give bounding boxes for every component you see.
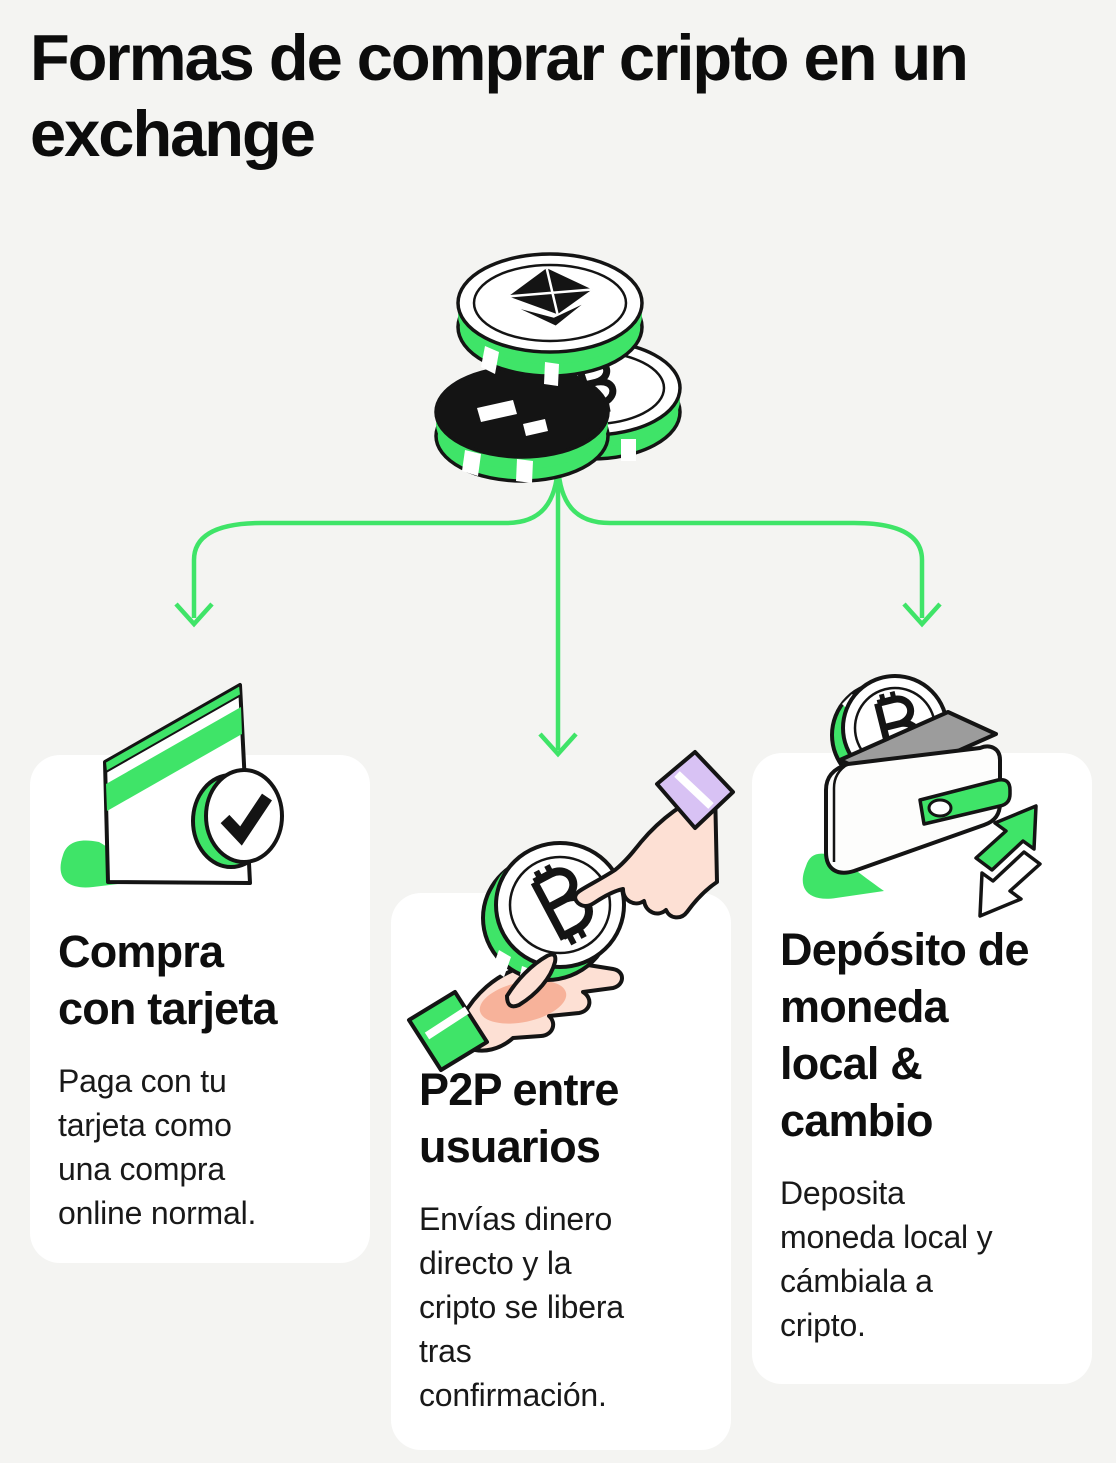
wallet-deposit-exchange-icon [802,674,1042,918]
card-body: Paga con tu tarjeta como una compra onli… [58,1063,257,1231]
green-shadow-blob [802,853,884,899]
card-compra-con-tarjeta: Compra con tarjeta Paga con tu tarjeta c… [30,755,370,1263]
card-body: Envías dinero directo y la cripto se lib… [419,1201,624,1413]
p2p-hands-coin-icon [407,750,735,1072]
page-title: Formas de comprar cripto en un exchange [30,21,969,170]
card-deposito-moneda-local: Depósito de moneda local & cambio Deposi… [752,753,1092,1384]
thumb [504,952,558,1009]
card-title: Depósito de moneda local & cambio [780,924,1030,1146]
card-title: Compra con tarjeta [58,926,278,1034]
check-badge [191,768,284,869]
exchange-arrows [974,804,1042,918]
check-icon [220,793,272,846]
green-wristband [407,990,489,1072]
credit-card-check-icon [60,683,284,888]
arrow-down-icon [978,850,1042,918]
flow-arrow-right [555,465,942,628]
btc-symbol [530,864,593,946]
flow-arrow-left [174,465,561,628]
eth-coin [456,252,644,386]
wallet-front [824,744,1002,875]
pointing-hand [573,750,735,920]
wallet [824,710,1012,875]
eth-symbol [508,267,593,326]
black-coin [434,365,610,483]
crypto-coins-stack-icon [434,252,682,483]
card-body: Deposita moneda local y cámbiala a cript… [780,1175,993,1343]
arrow-up-icon [974,804,1038,872]
flow-arrow-center [538,460,578,758]
card-p2p-entre-usuarios: P2P entre usuarios Envías dinero directo… [391,893,731,1450]
holding-hand [407,959,624,1072]
card-title: P2P entre usuarios [419,1064,619,1172]
